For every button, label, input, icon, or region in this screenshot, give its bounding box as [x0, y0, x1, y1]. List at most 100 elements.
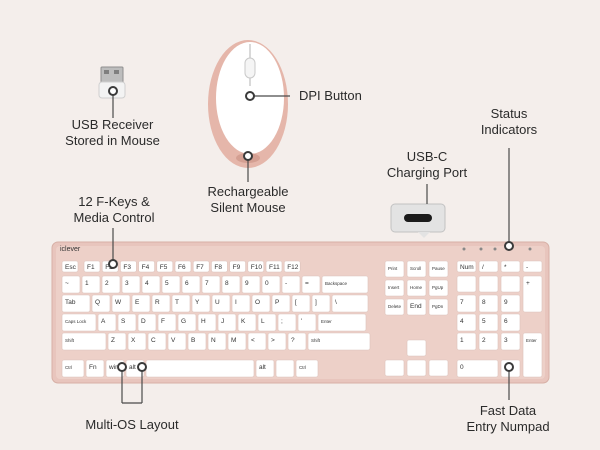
- mouse: [208, 40, 288, 168]
- key-label: R: [155, 299, 160, 306]
- key: [428, 359, 449, 377]
- key: [295, 359, 319, 378]
- key: [147, 332, 167, 351]
- key: [384, 298, 405, 316]
- key-label: F: [161, 318, 165, 325]
- key-label: Esc: [65, 264, 77, 271]
- key: [101, 275, 121, 294]
- key: [428, 279, 449, 297]
- key-label: Ctrl: [65, 365, 72, 370]
- key-label: <: [251, 337, 255, 344]
- key: [120, 260, 137, 273]
- key: [247, 260, 265, 273]
- key-label: K: [241, 318, 246, 325]
- key-label: D: [141, 318, 146, 325]
- key-label: ?: [291, 337, 295, 344]
- key: [61, 260, 79, 273]
- key-label: F11: [269, 264, 280, 271]
- key: [257, 313, 277, 332]
- key-label: F6: [178, 264, 186, 271]
- key: [187, 332, 207, 351]
- key: [167, 332, 187, 351]
- key: [61, 313, 97, 332]
- key-label: Print: [388, 266, 398, 271]
- key-label: 4: [460, 318, 464, 325]
- key: [157, 313, 177, 332]
- key-label: ]: [315, 299, 317, 306]
- key-label: Tab: [65, 299, 76, 306]
- key: [271, 294, 291, 313]
- key-label: L: [261, 318, 265, 325]
- key: [291, 294, 311, 313]
- key-label: 2: [482, 337, 486, 344]
- key: [261, 275, 281, 294]
- key-label: F7: [196, 264, 204, 271]
- key: [297, 313, 317, 332]
- key-label: O: [255, 299, 260, 306]
- key-label: End: [410, 303, 422, 310]
- key-label: +: [526, 280, 530, 287]
- key-label: >: [271, 337, 275, 344]
- key: [275, 359, 295, 378]
- key-label: F10: [251, 264, 263, 271]
- key-label: Scroll: [410, 266, 421, 271]
- key-label: Num: [460, 264, 474, 271]
- key-label: B: [191, 337, 195, 344]
- key-label: Enter: [321, 319, 332, 324]
- key: [500, 332, 521, 351]
- key: [85, 359, 105, 378]
- key: [384, 260, 405, 278]
- key: [406, 359, 427, 377]
- key: [107, 332, 127, 351]
- key: [81, 275, 101, 294]
- key-label: Z: [111, 337, 115, 344]
- key: [231, 294, 251, 313]
- key-label: 5: [482, 318, 486, 325]
- key-label: 8: [225, 280, 229, 287]
- key-label: 0: [460, 364, 464, 371]
- key-label: Shift: [65, 338, 75, 343]
- key: [522, 275, 543, 313]
- key: [277, 313, 297, 332]
- key-label: U: [215, 299, 220, 306]
- key-label: Insert: [388, 285, 400, 290]
- key-label: T: [175, 299, 179, 306]
- key: [522, 332, 543, 378]
- key: [181, 275, 201, 294]
- key-label: 2: [105, 280, 109, 287]
- key-label: =: [305, 280, 309, 287]
- key-label: \: [335, 299, 337, 306]
- key: [255, 359, 275, 378]
- key-label: Shift: [311, 338, 321, 343]
- key: [456, 359, 499, 378]
- key: [197, 313, 217, 332]
- key-label: F8: [214, 264, 222, 271]
- key: [91, 294, 111, 313]
- key-label: 3: [504, 337, 508, 344]
- key: [241, 275, 261, 294]
- key: [61, 294, 91, 313]
- key: [307, 332, 371, 351]
- key-label: alt: [129, 364, 136, 371]
- key: [97, 313, 117, 332]
- key: [237, 313, 257, 332]
- key: [283, 260, 301, 273]
- key: [211, 294, 231, 313]
- key-label: 1: [460, 337, 464, 344]
- key-label: X: [131, 337, 136, 344]
- key-label: Y: [195, 299, 200, 306]
- key-label: C: [151, 337, 156, 344]
- key: [384, 279, 405, 297]
- key: [151, 294, 171, 313]
- label-dpi-button: DPI Button: [299, 88, 362, 103]
- key: [500, 260, 521, 273]
- key-label: /: [482, 264, 484, 271]
- key-label: Q: [95, 299, 100, 306]
- key-label: P: [275, 299, 279, 306]
- key-label: F2: [105, 264, 113, 271]
- key-label: alt: [259, 364, 266, 371]
- key-label: G: [181, 318, 186, 325]
- label-fkeys: 12 F-Keys &Media Control: [73, 194, 155, 225]
